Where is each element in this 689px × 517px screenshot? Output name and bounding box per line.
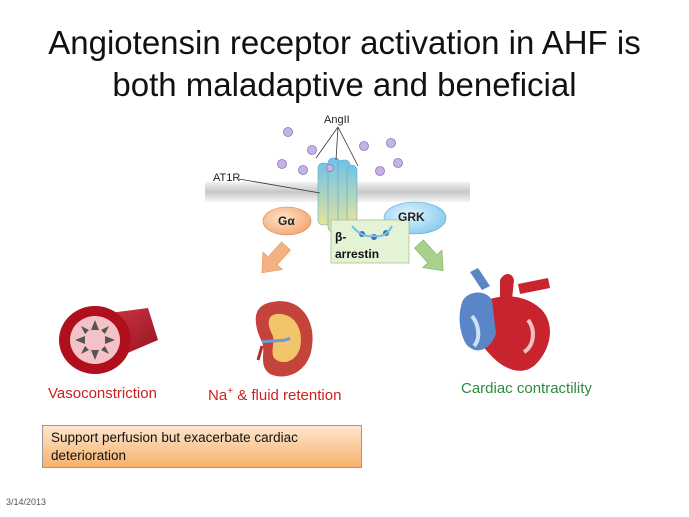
na-retention-caption: Na+ & fluid retention [208,386,341,404]
beneficial-arrow [414,239,444,272]
title-line-1: Angiotensin receptor activation in AHF i… [48,24,641,61]
vasoconstriction-caption: Vasoconstriction [48,385,157,402]
summary-note-text: Support perfusion but exacerbate cardiac… [51,430,298,463]
angii-ligands [277,127,403,176]
na-superscript: + [227,386,234,397]
heart-image [459,268,550,371]
slide-date: 3/14/2013 [6,497,47,507]
angii-label: AngII [324,114,350,126]
at1r-pointer [238,178,321,194]
receptor-tail [351,225,393,238]
angii-pointers [315,126,359,167]
beta-arrestin-line-1: β- [335,230,347,244]
beta-arrestin-line-2: arrestin [335,247,380,261]
blood-vessel-image [59,306,158,374]
cardiac-contractility-caption: Cardiac contractility [461,380,592,397]
na-suffix: & fluid retention [233,387,342,404]
summary-note-box: Support perfusion but exacerbate cardiac… [42,425,362,468]
kidney-image [255,301,313,377]
beta-arrestin-box [330,219,410,264]
at1r-label: AT1R [213,172,241,184]
title-line-2: both maladaptive and beneficial [112,66,577,103]
beta-arrestin-label: β- arrestin [335,229,379,263]
maladaptive-arrow [261,241,291,274]
slide-title: Angiotensin receptor activation in AHF i… [0,22,689,106]
g-alpha-label: Gα [278,214,295,228]
g-alpha-protein [262,206,312,236]
na-prefix: Na [208,387,228,404]
grk-label: GRK [398,210,425,224]
